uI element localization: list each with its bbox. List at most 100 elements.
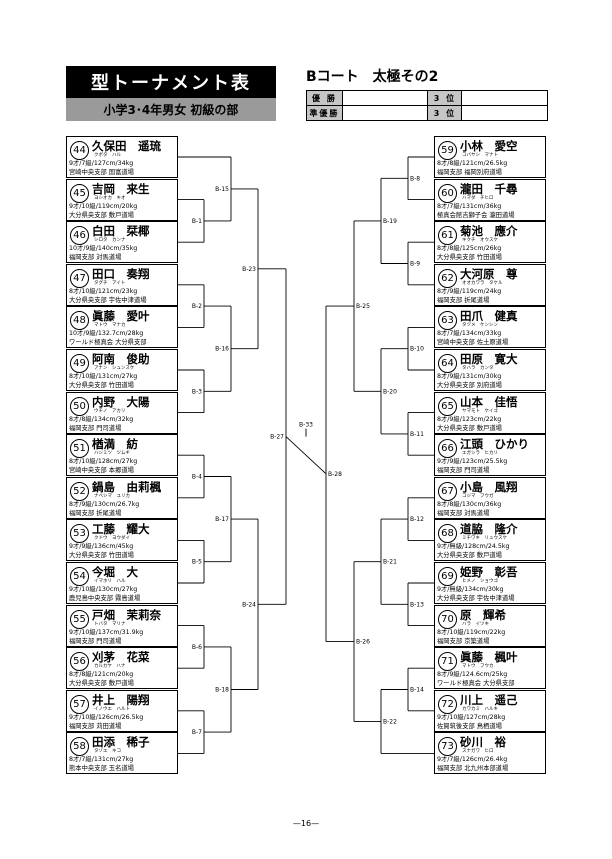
competitor-kana: イマホリ ハル — [94, 579, 126, 584]
competitor-info: 9才/10級/126cm/26.5kg — [69, 713, 144, 721]
competitor-name: 大河原 尊 — [460, 266, 518, 281]
competitor-info: 8才/8級/134cm/32kg — [69, 415, 134, 423]
results-table: 優 勝 3 位 準優勝 3 位 — [306, 90, 548, 121]
competitor-club: 福岡支部 苅田道場 — [69, 722, 122, 730]
bout-label: B-8 — [410, 175, 420, 182]
entry-number: 72 — [438, 694, 457, 714]
competitor-name: 田口 奏翔 — [92, 266, 150, 281]
competitor-kana: カワカミ ハルキ — [462, 706, 498, 712]
competitor-club: 大分県央支部 宇佐中津道場 — [437, 595, 515, 602]
competitor-club: 福岡支部 福岡別府道場 — [437, 169, 502, 176]
competitor-kana: キクチ オウスケ — [462, 238, 498, 244]
entry-number: 57 — [70, 694, 89, 714]
competitor-name: 江頭 ひかり — [460, 437, 529, 452]
competitor-name: 川上 遥己 — [460, 692, 518, 707]
competitor-info: 8才/10級/128cm/27kg — [69, 458, 138, 466]
competitor-name: 砂川 裕 — [460, 735, 506, 750]
competitor-info: 9才/10級/119cm/20kg — [69, 202, 138, 210]
entry-number: 62 — [438, 268, 457, 288]
competitor-name: 眞藤 楓叶 — [460, 650, 518, 665]
competitor-name: 鍋島 由莉楓 — [92, 479, 161, 494]
competitor-name: 内野 大陽 — [92, 394, 150, 409]
competitor-club: 福岡支部 北九州本部道場 — [437, 765, 509, 773]
bout-label: B-1 — [192, 218, 202, 225]
competitor-kana: タグチ アイト — [94, 280, 126, 286]
competitor-info: 8才/7級/131cm/36kg — [437, 202, 502, 210]
competitor-info: 9才/10級/137cm/31.9kg — [69, 628, 144, 636]
bout-label: B-6 — [192, 644, 202, 651]
entry-number: 52 — [70, 481, 89, 501]
competitor-club: 鹿児島中央支部 霧島道場 — [69, 595, 141, 602]
entry-number: 58 — [70, 737, 89, 757]
competitor-kana: コジマ フウガ — [462, 493, 494, 499]
competitor-info: 8才/10級/119cm/22kg — [437, 628, 506, 636]
bout-label: B-27 — [270, 434, 284, 441]
competitor-info: 9才/10級/127cm/28kg — [437, 713, 506, 721]
competitor-club: 福岡支部 対馬道場 — [437, 509, 490, 517]
competitor-name: 井上 陽翔 — [92, 692, 150, 707]
competitor-name: 久保田 遥琉 — [92, 139, 161, 153]
entry-number: 51 — [70, 439, 89, 459]
competitor-kana: ヨシオカ キオ — [94, 195, 126, 201]
competitor-name: 道脇 隆介 — [460, 522, 518, 537]
competitor-club: 大分県央支部 敷戸道場 — [69, 680, 134, 688]
competitor-kana: エガシラ ヒカリ — [462, 451, 498, 457]
competitor-kana: タハラ カンタ — [462, 366, 494, 371]
competitor-name: 戸畑 茉莉奈 — [92, 607, 161, 622]
competitor-club: 大分県央支部 宇佐中津道場 — [69, 296, 147, 304]
competitor-kana: ナベシマ ユリカ — [94, 493, 130, 499]
competitor-kana: ハシミツ ツムギ — [94, 451, 130, 457]
entry-number: 56 — [70, 652, 89, 672]
bout-label: B-21 — [383, 559, 397, 566]
entry-number: 67 — [438, 481, 457, 501]
competitor-info: 8才/9級/131cm/30kg — [437, 373, 502, 380]
bout-label: B-3 — [192, 388, 202, 395]
competitor-info: 8才/8級/121cm/26.5kg — [437, 160, 508, 167]
competitor-name: 瀧田 千尋 — [460, 181, 518, 196]
competitor-name: 楢満 紡 — [92, 437, 138, 452]
bout-label: B-23 — [242, 266, 256, 273]
competitor-info: 8才/9級/123cm/22kg — [437, 415, 502, 423]
competitor-name: 山本 佳悟 — [460, 394, 518, 409]
entry-number: 69 — [438, 567, 457, 586]
competitor-kana: クボタ ハル — [94, 153, 121, 158]
competitor-kana: コバヤシ マナト — [462, 153, 498, 158]
competitor-club: 大分県央支部 竹田道場 — [69, 552, 134, 560]
bout-label: B-2 — [192, 303, 202, 310]
competitor-club: 大分県央支部 敷戸道場 — [437, 424, 502, 432]
entry-number: 47 — [70, 268, 89, 288]
competitor-kana: クドウ ヨウダイ — [94, 536, 130, 542]
competitor-kana: アナン シュンスケ — [94, 366, 135, 371]
competitor-name: 小島 風翔 — [460, 479, 518, 494]
competitor-info: 8才/7級/131cm/27kg — [69, 756, 134, 764]
competitor-info: 9才/9級/123cm/25.5kg — [437, 458, 508, 466]
competitor-info: 8才/8級/130cm/36kg — [437, 500, 502, 508]
competitor-club: 大分県央支部 竹田道場 — [437, 254, 502, 262]
competitor-club: 宮崎中央支部 国富道場 — [69, 169, 134, 176]
competitor-club: ワールド極真会 大分県支部 — [437, 680, 515, 688]
entry-number: 48 — [70, 311, 89, 331]
bracket-line — [285, 436, 327, 475]
competitor-kana: シロタ カンナ — [94, 238, 126, 244]
competitor-kana: ミチワキ リュウスケ — [462, 536, 507, 542]
competitor-name: 阿南 俊助 — [92, 352, 150, 366]
competitor-info: 9才/10級/130cm/27kg — [69, 586, 138, 593]
bout-label: B-5 — [192, 559, 202, 566]
